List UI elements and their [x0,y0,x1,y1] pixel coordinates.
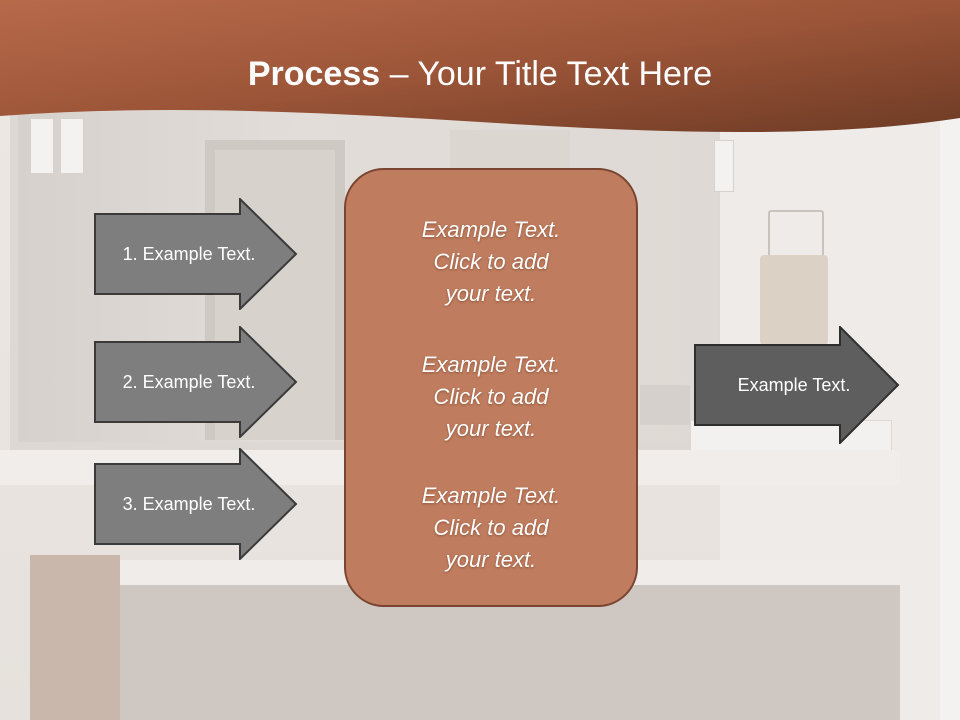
header-band-shape [0,0,960,133]
slide-title-bold: Process [247,55,381,93]
process-arrow-1[interactable]: 1. Example Text. [94,198,298,310]
center-text-line: Click to add [433,515,549,540]
center-text-line: Example Text. [421,483,561,508]
slide-title-rest: – Your Title Text Here [380,55,713,93]
center-text-item-1[interactable]: Example Text. Click to add your text. [346,214,636,310]
output-arrow[interactable]: Example Text. [694,326,900,444]
center-text-line: Example Text. [421,217,561,242]
process-arrow-label: 3. Example Text. [122,493,256,514]
center-text-line: Example Text. [421,352,561,377]
header-band [0,0,960,140]
background-cabinet [30,585,900,720]
process-arrow-2[interactable]: 2. Example Text. [94,326,298,438]
background-faucet [640,385,690,425]
slide-title: Process – Your Title Text Here [0,52,960,96]
background-cabinet-wood [30,555,120,720]
center-text-line: your text. [445,547,537,572]
center-text-line: Click to add [433,384,549,409]
center-text-line: your text. [445,416,537,441]
output-arrow-label: Example Text. [737,374,851,395]
center-text-box[interactable]: Example Text. Click to add your text. Ex… [344,168,638,607]
background-lamp [60,118,84,174]
process-arrow-label: 2. Example Text. [122,371,256,392]
center-text-line: your text. [445,281,537,306]
center-text-line: Click to add [433,249,549,274]
arrow-shape [94,326,298,438]
arrow-shape [94,448,298,560]
center-text-item-2[interactable]: Example Text. Click to add your text. [346,349,636,445]
background-lamp [30,118,54,174]
arrow-shape [694,326,900,444]
center-text-item-3[interactable]: Example Text. Click to add your text. [346,480,636,576]
background-lamp [714,140,734,192]
process-arrow-3[interactable]: 3. Example Text. [94,448,298,560]
process-arrow-label: 1. Example Text. [122,243,256,264]
arrow-shape [94,198,298,310]
background-towel [760,255,828,345]
background-right-edge [940,110,960,720]
